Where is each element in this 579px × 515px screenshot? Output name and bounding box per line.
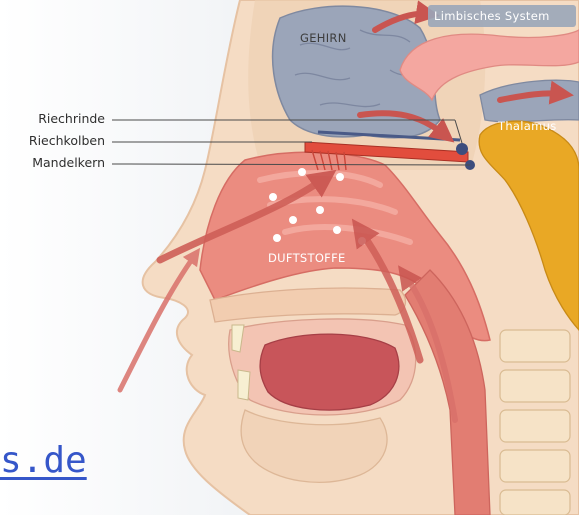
label-riechkolben: Riechkolben — [0, 133, 105, 148]
label-limbisches-system: Limbisches System — [434, 9, 550, 23]
label-mandelkern: Mandelkern — [0, 155, 105, 170]
lower-teeth-icon — [238, 370, 250, 400]
label-riechrinde: Riechrinde — [0, 111, 105, 126]
label-thalamus: Thalamus — [498, 119, 557, 133]
website-link[interactable]: s.de — [0, 440, 87, 481]
label-duftstoffe: DUFTSTOFFE — [268, 251, 346, 265]
label-gehirn: GEHIRN — [300, 31, 347, 45]
tongue — [260, 334, 399, 410]
amygdala-node — [456, 143, 468, 155]
